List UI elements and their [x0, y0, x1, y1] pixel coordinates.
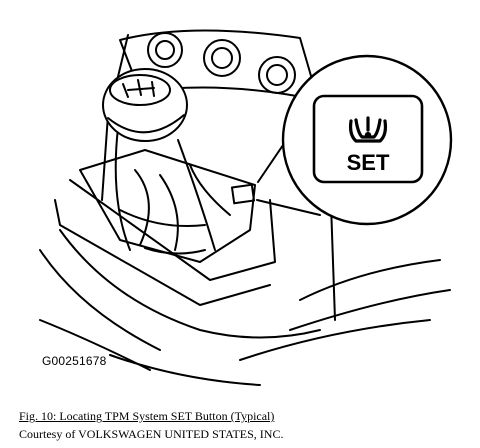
figure-id-label: G00251678 — [42, 354, 107, 368]
gauge-middle — [203, 39, 241, 77]
set-button-label: SET — [347, 150, 390, 175]
gauge-left — [147, 32, 183, 68]
figure-credit: Courtesy of VOLKSWAGEN UNITED STATES, IN… — [19, 427, 284, 441]
tpm-set-button-illustration: SET — [39, 29, 453, 386]
shift-boot — [79, 127, 256, 263]
tpms-warning-icon — [348, 116, 388, 143]
console-set-button — [230, 183, 256, 205]
figure-caption: Fig. 10: Locating TPM System SET Button … — [19, 409, 275, 423]
set-button-callout — [281, 54, 453, 226]
set-button — [312, 94, 424, 184]
center-console — [39, 174, 451, 386]
callout-leader-lower — [256, 199, 321, 216]
shift-knob — [102, 68, 188, 142]
gauge-right — [258, 56, 296, 94]
